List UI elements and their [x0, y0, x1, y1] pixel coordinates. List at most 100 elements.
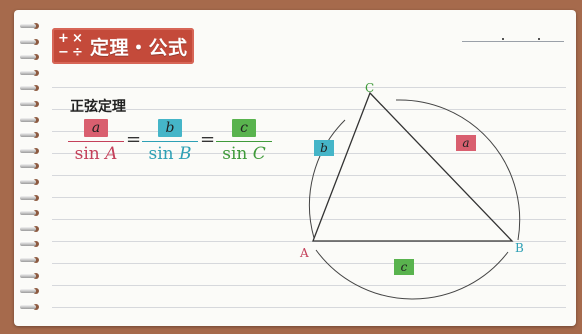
- angle-var: C: [252, 144, 266, 164]
- circumcircle-arc: [308, 119, 346, 239]
- binding-wire: [20, 211, 36, 216]
- binding-wire: [20, 289, 36, 294]
- fraction-bar: [216, 141, 272, 142]
- date-underline: [462, 41, 564, 42]
- binding-hole: [33, 241, 39, 248]
- spiral-ring: [20, 131, 40, 139]
- binding-wire: [20, 242, 36, 247]
- binding-hole: [33, 101, 39, 107]
- fraction-bar: [68, 141, 124, 142]
- binding-wire: [20, 258, 36, 262]
- spiral-ring: [20, 287, 40, 295]
- fraction-bar: [142, 141, 198, 142]
- spiral-ring: [20, 194, 40, 202]
- binding-hole: [33, 116, 39, 123]
- spiral-ring: [20, 209, 40, 217]
- spiral-ring: [20, 116, 40, 124]
- binding-hole: [33, 163, 39, 170]
- binding-wire: [20, 195, 36, 200]
- spiral-ring: [20, 147, 40, 155]
- fraction-c: c sin C: [216, 117, 272, 163]
- spiral-ring: [20, 178, 40, 186]
- denominator-sin-b: sin B: [142, 145, 198, 163]
- equals-sign: =: [126, 129, 142, 150]
- plus-sign: +: [58, 31, 69, 46]
- binding-hole: [33, 257, 39, 263]
- fraction-a: a sin A: [68, 117, 124, 163]
- sin-fn: sin: [74, 144, 100, 164]
- equals-sign: =: [200, 129, 216, 150]
- binding-wire: [20, 133, 36, 138]
- spiral-ring: [20, 272, 40, 280]
- binding-hole: [33, 210, 39, 217]
- binding-hole: [33, 23, 39, 29]
- vertex-a-label: A: [300, 246, 309, 260]
- circumcircle-arc: [395, 99, 521, 241]
- binding-hole: [33, 272, 39, 279]
- vertex-b-label: B: [515, 241, 524, 255]
- angle-var: B: [179, 144, 192, 164]
- ruled-lines: [52, 66, 566, 318]
- binding-wire: [20, 180, 36, 184]
- binding-hole: [33, 147, 39, 154]
- binding-hole: [33, 288, 39, 295]
- divide-sign: ÷: [72, 45, 83, 60]
- spiral-ring: [20, 69, 40, 77]
- minus-sign: −: [58, 45, 69, 60]
- spiral-ring: [20, 53, 40, 61]
- binding-wire: [20, 148, 36, 153]
- binding-wire: [20, 304, 36, 309]
- sin-fn: sin: [222, 144, 248, 164]
- triangle-abc: [312, 91, 514, 242]
- theorem-name: 正弦定理: [70, 99, 126, 115]
- spiral-ring: [20, 162, 40, 170]
- fraction-b: b sin B: [142, 117, 198, 163]
- times-sign: ×: [72, 31, 83, 46]
- binding-wire: [20, 24, 36, 28]
- angle-var: A: [105, 144, 118, 164]
- binding-wire: [20, 164, 36, 169]
- spiral-ring: [20, 22, 40, 30]
- spiral-binding: [14, 22, 44, 322]
- sin-fn: sin: [148, 144, 174, 164]
- note-card: [14, 10, 576, 326]
- vertex-c-label: C: [365, 81, 375, 95]
- spiral-ring: [20, 256, 40, 264]
- math-operators-icon: + × − ÷: [56, 32, 86, 60]
- circumcircle-arc: [315, 249, 509, 300]
- binding-hole: [33, 179, 39, 185]
- date-dot: [502, 38, 504, 40]
- spiral-ring: [20, 38, 40, 46]
- binding-wire: [20, 55, 36, 60]
- badge-title: 定理・公式: [90, 36, 188, 59]
- binding-hole: [33, 85, 39, 92]
- side-b-label: b: [314, 140, 334, 156]
- denominator-sin-c: sin C: [216, 145, 272, 163]
- date-field: [462, 30, 564, 42]
- spiral-ring: [20, 303, 40, 311]
- denominator-sin-a: sin A: [68, 145, 124, 163]
- side-c-label: c: [394, 259, 414, 275]
- binding-wire: [20, 117, 36, 122]
- binding-wire: [20, 39, 36, 44]
- spiral-ring: [20, 240, 40, 248]
- binding-wire: [20, 70, 36, 75]
- spiral-ring: [20, 225, 40, 233]
- theorem-badge: + × − ÷ 定理・公式: [52, 28, 194, 64]
- binding-wire: [20, 226, 36, 231]
- numerator-b: b: [158, 119, 182, 137]
- spiral-ring: [20, 84, 40, 92]
- law-of-sines-formula: a sin A = b sin B = c sin C: [68, 117, 278, 165]
- binding-hole: [33, 225, 39, 232]
- numerator-a: a: [84, 119, 108, 137]
- spiral-ring: [20, 100, 40, 108]
- numerator-c: c: [232, 119, 256, 137]
- binding-hole: [33, 303, 39, 310]
- side-a-label: a: [456, 135, 476, 151]
- binding-hole: [33, 132, 39, 139]
- binding-hole: [33, 69, 39, 76]
- binding-wire: [20, 273, 36, 278]
- date-dot: [538, 38, 540, 40]
- binding-wire: [20, 102, 36, 106]
